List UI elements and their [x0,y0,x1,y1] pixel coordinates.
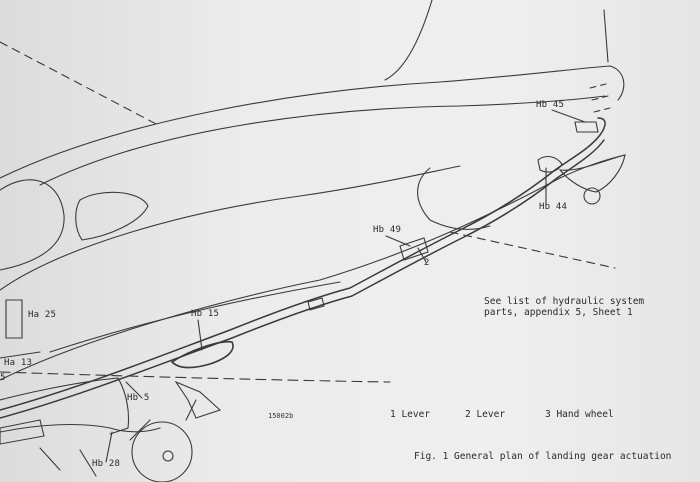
hydraulic-line-a [0,117,606,411]
label-ha25: Ha 25 [28,310,57,320]
leader-hb49 [385,235,411,247]
wheel-brace [129,399,197,441]
label-hb45: Hb 45 [536,100,565,110]
tail-wheel-strut [558,154,626,193]
fuselage-lower-line [0,165,461,291]
fuselage-top-line [0,65,625,179]
datum-line [0,371,391,383]
main-gear-fork [174,380,222,419]
gear-linkage [0,377,130,435]
leader-hb5 [125,381,143,399]
note-line-2: parts, appendix 5, Sheet 1 [484,307,633,318]
gear-linkage-2 [0,423,161,433]
ha13-tube [0,351,41,359]
drawing-number: 15002b [268,412,294,420]
main-wheel [131,421,193,482]
hb15-cylinder [170,340,234,369]
hb44-valve [537,155,563,173]
fuselage-inner-line [39,95,606,186]
leg-strut [39,447,97,477]
hb45-fitting [574,121,599,133]
legend-item-3: 3 Hand wheel [545,409,614,420]
label-edge-5: 5 [0,373,6,383]
leader-hb28 [105,431,113,463]
legend-item-2: 2 Lever [465,409,506,420]
actuator-body [0,419,45,445]
label-hb5: Hb 5 [127,393,150,403]
tail-fin-edge [384,0,433,81]
leader-hb15 [197,319,203,351]
tail-wheel [583,187,601,205]
label-hb15: Hb 15 [191,309,220,319]
legend-item-1: 1 Lever [390,409,431,420]
note-line-1: See list of hydraulic system [484,296,645,307]
main-wheel-hub [162,450,174,462]
fuselage-belly [0,154,626,381]
nose-contour [0,179,65,271]
hb49-fitting [399,237,429,261]
figure-caption: Fig. 1 General plan of landing gear actu… [414,451,672,462]
small-fitting [307,297,325,311]
dash-line-tail [589,83,611,113]
label-hb44: Hb 44 [539,202,568,212]
label-hb49: Hb 49 [373,225,402,235]
hydraulic-parts-note: See list of hydraulic system parts, appe… [484,296,644,318]
label-hb28: Hb 28 [92,459,121,469]
ha25-accumulator [5,299,23,339]
datum-line-right [449,231,616,269]
label-ha13: Ha 13 [4,358,33,368]
label-callout-2: 2 [424,258,430,268]
leader-hb45 [551,109,586,123]
leader-2 [417,247,427,263]
fuselage-belly-inner [49,281,341,353]
dash-line-top-left [0,41,161,127]
hydraulic-line-b [0,139,605,419]
fuselage-window [75,191,149,241]
rudder-post [603,9,609,63]
wing-fairing [417,167,491,230]
